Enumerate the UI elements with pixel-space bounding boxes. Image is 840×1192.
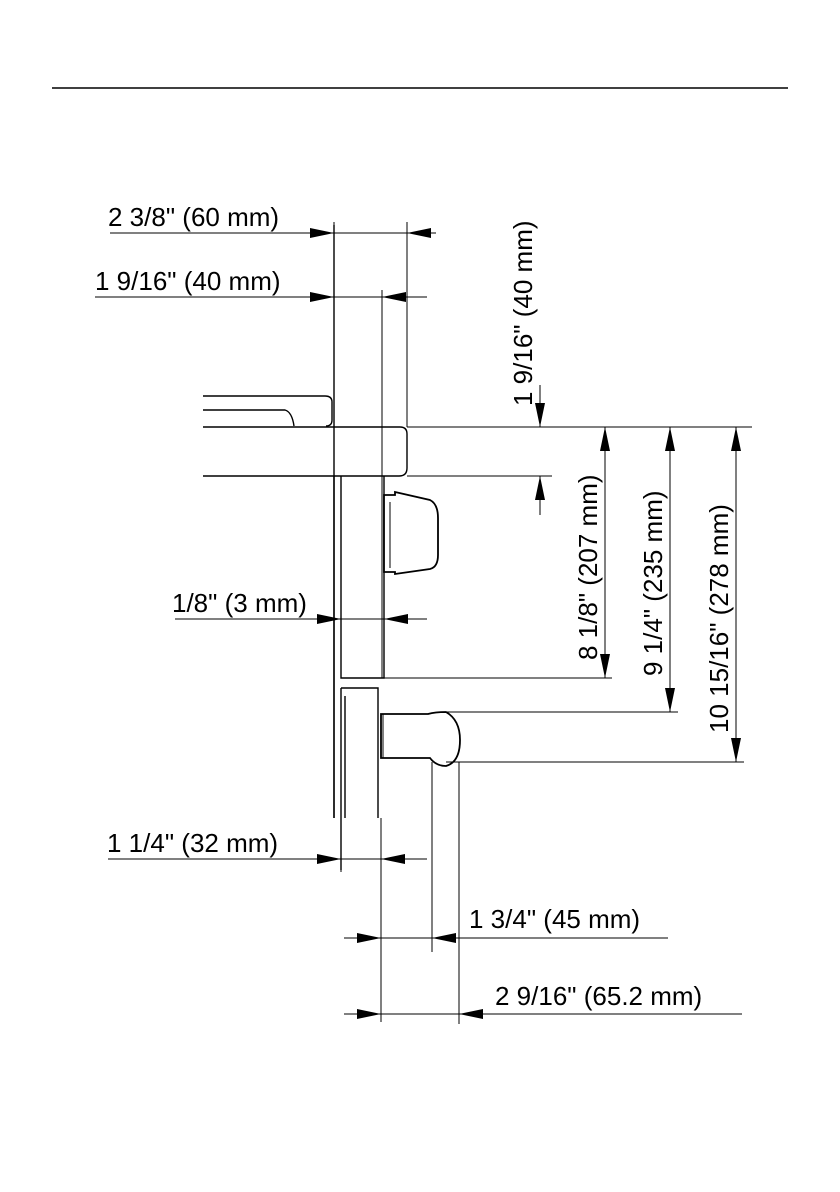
dim-panel-thickness: 1 1/4" (32 mm) (107, 828, 278, 858)
dim-height-to-handle-top: 9 1/4" (235 mm) (638, 490, 668, 676)
cabinet-cross-section (203, 225, 460, 870)
dim-height-to-handle-bottom: 10 15/16" (278 mm) (704, 504, 734, 733)
dim-top-gap: 1 9/16" (40 mm) (508, 220, 538, 406)
dim-panel-gap: 1/8" (3 mm) (172, 588, 307, 618)
dim-handle-offset: 1 9/16" (40 mm) (95, 266, 281, 296)
dim-overall-depth: 2 3/8" (60 mm) (108, 202, 279, 232)
dim-handle-projection: 1 3/4" (45 mm) (469, 904, 640, 934)
dim-total-projection: 2 9/16" (65.2 mm) (495, 981, 702, 1011)
dim-height-to-panel: 8 1/8" (207 mm) (573, 474, 603, 660)
